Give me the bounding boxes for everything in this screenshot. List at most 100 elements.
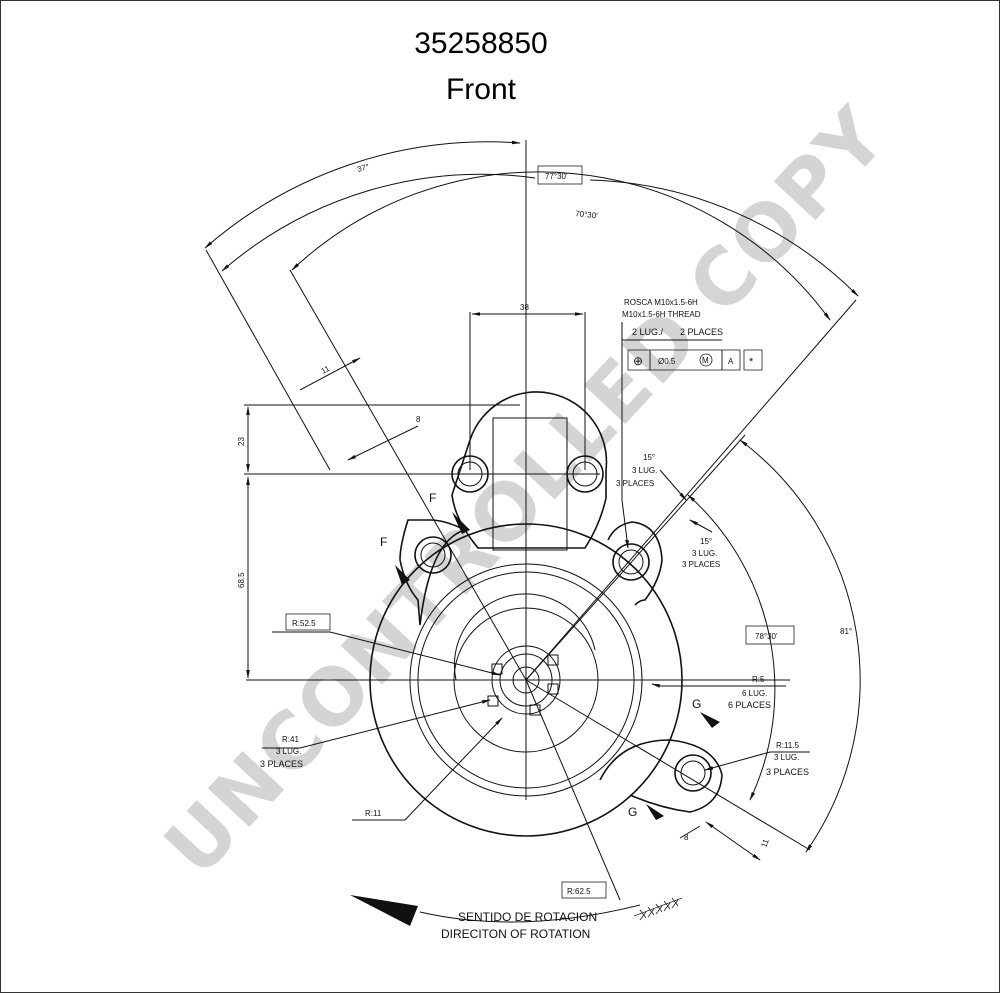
hub-tab-2 bbox=[547, 654, 559, 666]
tol-datum: A bbox=[728, 357, 734, 366]
rotation-text-es: SENTIDO DE ROTACION bbox=[458, 910, 597, 924]
rotation-arrowhead bbox=[350, 895, 418, 926]
thread-note-en: M10x1.5-6H THREAD bbox=[622, 310, 701, 319]
r5-leader bbox=[651, 683, 786, 688]
right-ear-hole bbox=[612, 543, 650, 581]
dim-8-bottom-label: 8 bbox=[684, 833, 689, 842]
arc-78-30 bbox=[687, 494, 776, 801]
ang15b-places: 3 PLACES bbox=[682, 560, 720, 569]
part-number: 35258850 bbox=[414, 27, 547, 60]
left-ear bbox=[399, 519, 468, 626]
r62-5-label: R:62.5 bbox=[567, 887, 591, 896]
ang15b-leader bbox=[689, 519, 713, 533]
r62-5-box bbox=[561, 881, 607, 899]
section-f1-label: F bbox=[429, 491, 436, 505]
tol-note: * bbox=[749, 356, 754, 368]
thread-leader bbox=[621, 322, 629, 549]
r5-label: R:5 bbox=[752, 675, 765, 684]
dim-68-5-label: 68.5 bbox=[237, 572, 246, 588]
ang15a-leader bbox=[659, 469, 687, 501]
position-icon: ⊕ bbox=[633, 354, 643, 368]
r11-5-places: 3 PLACES bbox=[766, 767, 809, 777]
r5-qty: 6 LUG. bbox=[742, 689, 767, 698]
r52-5-label: R:52.5 bbox=[292, 619, 316, 628]
r11-5-label: R:11.5 bbox=[776, 741, 800, 750]
dim-81-label: 81° bbox=[840, 627, 852, 636]
r41-places: 3 PLACES bbox=[260, 759, 303, 769]
arc-77-30-left bbox=[221, 173, 536, 272]
r11-5-leader bbox=[704, 751, 810, 771]
ang15a-places: 3 PLACES bbox=[616, 479, 654, 488]
tol-note-cell bbox=[743, 349, 763, 371]
r625-leader-line bbox=[525, 679, 621, 901]
top-mounting-boss bbox=[451, 391, 608, 549]
left-angle-line bbox=[289, 269, 527, 681]
dim-78-30-label: 78°30' bbox=[755, 632, 778, 641]
ang15a-qty: 3 LUG. bbox=[632, 466, 657, 475]
r11-5-qty: 3 LUG. bbox=[774, 753, 799, 762]
r11-leader bbox=[352, 717, 503, 821]
ang15a-label: 15° bbox=[643, 453, 655, 462]
rotation-tail-feathers bbox=[639, 897, 679, 921]
section-f1-arrow bbox=[452, 512, 470, 534]
arc-70-30 bbox=[291, 171, 831, 321]
dim-11-bottom-label: 11 bbox=[759, 837, 770, 848]
thread-note-es: ROSCA M10x1.5-6H bbox=[624, 298, 698, 307]
hub-tab-5 bbox=[529, 704, 541, 716]
flange-arc bbox=[453, 593, 596, 681]
angle-77-extension bbox=[525, 299, 857, 681]
dim-78-30-box bbox=[745, 625, 795, 645]
dim-38-label: 38 bbox=[520, 303, 529, 312]
view-name: Front bbox=[446, 73, 517, 106]
dimension-labels: 37° 77°30' 70°30' 38 11 8 23 68.5 R:52.5… bbox=[237, 162, 852, 899]
section-g2-label: G bbox=[628, 805, 637, 819]
tol-value: Ø0.5 bbox=[658, 357, 676, 366]
boss-slot bbox=[492, 417, 568, 551]
thread-note: ROSCA M10x1.5-6H M10x1.5-6H THREAD 2 LUG… bbox=[622, 298, 763, 371]
dim-37-label: 37° bbox=[356, 162, 370, 174]
rotation-arc bbox=[419, 904, 641, 923]
ang15b-qty: 3 LUG. bbox=[692, 549, 717, 558]
angle-37-extension bbox=[205, 249, 331, 471]
dim-77-30-label: 77°30' bbox=[545, 172, 568, 181]
r5-places: 6 PLACES bbox=[728, 700, 771, 710]
lower-right-ear-hole-inner bbox=[680, 760, 706, 786]
r41-label: R:41 bbox=[282, 735, 299, 744]
dim-8-top-line bbox=[347, 425, 419, 461]
ang15b-label: 15° bbox=[700, 537, 712, 546]
right-angle-line bbox=[525, 434, 746, 681]
r41-qty: 3 LUG. bbox=[276, 747, 301, 756]
thread-note-qty: 2 LUG./ bbox=[632, 327, 664, 337]
r41-leader bbox=[262, 699, 491, 749]
dim-11-bottom-line bbox=[705, 821, 761, 861]
left-ear-hole-inner bbox=[420, 542, 446, 568]
dim-77-30-box bbox=[537, 165, 583, 185]
dim-8-top-label: 8 bbox=[416, 415, 421, 424]
dim-70-30-label: 70°30' bbox=[575, 209, 599, 220]
left-ear-hole bbox=[414, 536, 452, 574]
tol-modifier: M bbox=[702, 356, 709, 365]
mmc-circle bbox=[699, 353, 713, 367]
r52-5-box bbox=[285, 613, 331, 631]
dim-11-top-line bbox=[299, 357, 361, 391]
dimensions bbox=[204, 140, 861, 861]
arc-37 bbox=[204, 140, 521, 249]
rotation-tail-icon bbox=[633, 897, 683, 921]
right-ear bbox=[607, 521, 663, 606]
rotation-text-en: DIRECITON OF ROTATION bbox=[441, 927, 590, 941]
thread-note-places: 2 PLACES bbox=[680, 327, 723, 337]
section-g1-label: G bbox=[692, 697, 701, 711]
hub-tab-3 bbox=[547, 683, 559, 695]
section-g1-arrow bbox=[700, 712, 720, 728]
right-ear-hole-inner bbox=[618, 549, 644, 575]
arc-81 bbox=[739, 439, 861, 853]
r52-5-leader bbox=[272, 631, 501, 676]
dim-23-label: 23 bbox=[237, 437, 246, 446]
section-g2-arrow bbox=[646, 804, 664, 820]
dim-8-bottom-line bbox=[679, 825, 701, 839]
r11-label: R:11 bbox=[365, 809, 382, 818]
rotation-indicator: SENTIDO DE ROTACION DIRECITON OF ROTATIO… bbox=[350, 895, 683, 941]
section-f2-label: F bbox=[380, 535, 387, 549]
section-f2-arrow bbox=[395, 565, 410, 585]
